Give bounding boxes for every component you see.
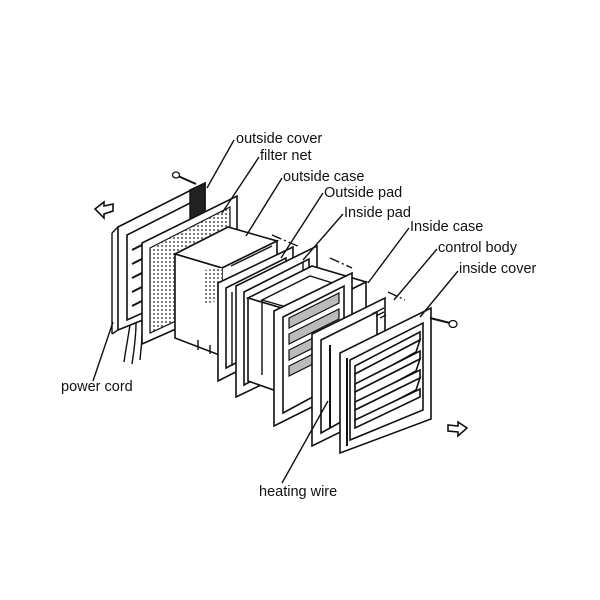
leader-lines <box>92 139 459 484</box>
label-control-body: control body <box>438 240 518 256</box>
power-cord-part <box>123 320 143 365</box>
label-heating-wire: heating wire <box>259 484 337 500</box>
label-outside-cover: outside cover <box>236 131 322 147</box>
label-power-cord: power cord <box>61 379 133 395</box>
hollow-arrow-left-icon <box>93 200 114 220</box>
label-inside-pad: Inside pad <box>344 205 411 221</box>
label-outside-pad: Outside pad <box>324 185 402 201</box>
label-outside-case: outside case <box>283 169 364 185</box>
screw-icon-right <box>429 317 458 329</box>
label-inside-case: Inside case <box>410 219 483 235</box>
screw-icon-top-left <box>171 171 197 185</box>
inside-cover-part <box>339 306 432 455</box>
label-inside-cover: inside cover <box>459 261 537 277</box>
louver-blades <box>354 330 422 430</box>
label-filter-net: filter net <box>260 148 312 164</box>
hollow-arrow-right-icon <box>447 420 469 438</box>
